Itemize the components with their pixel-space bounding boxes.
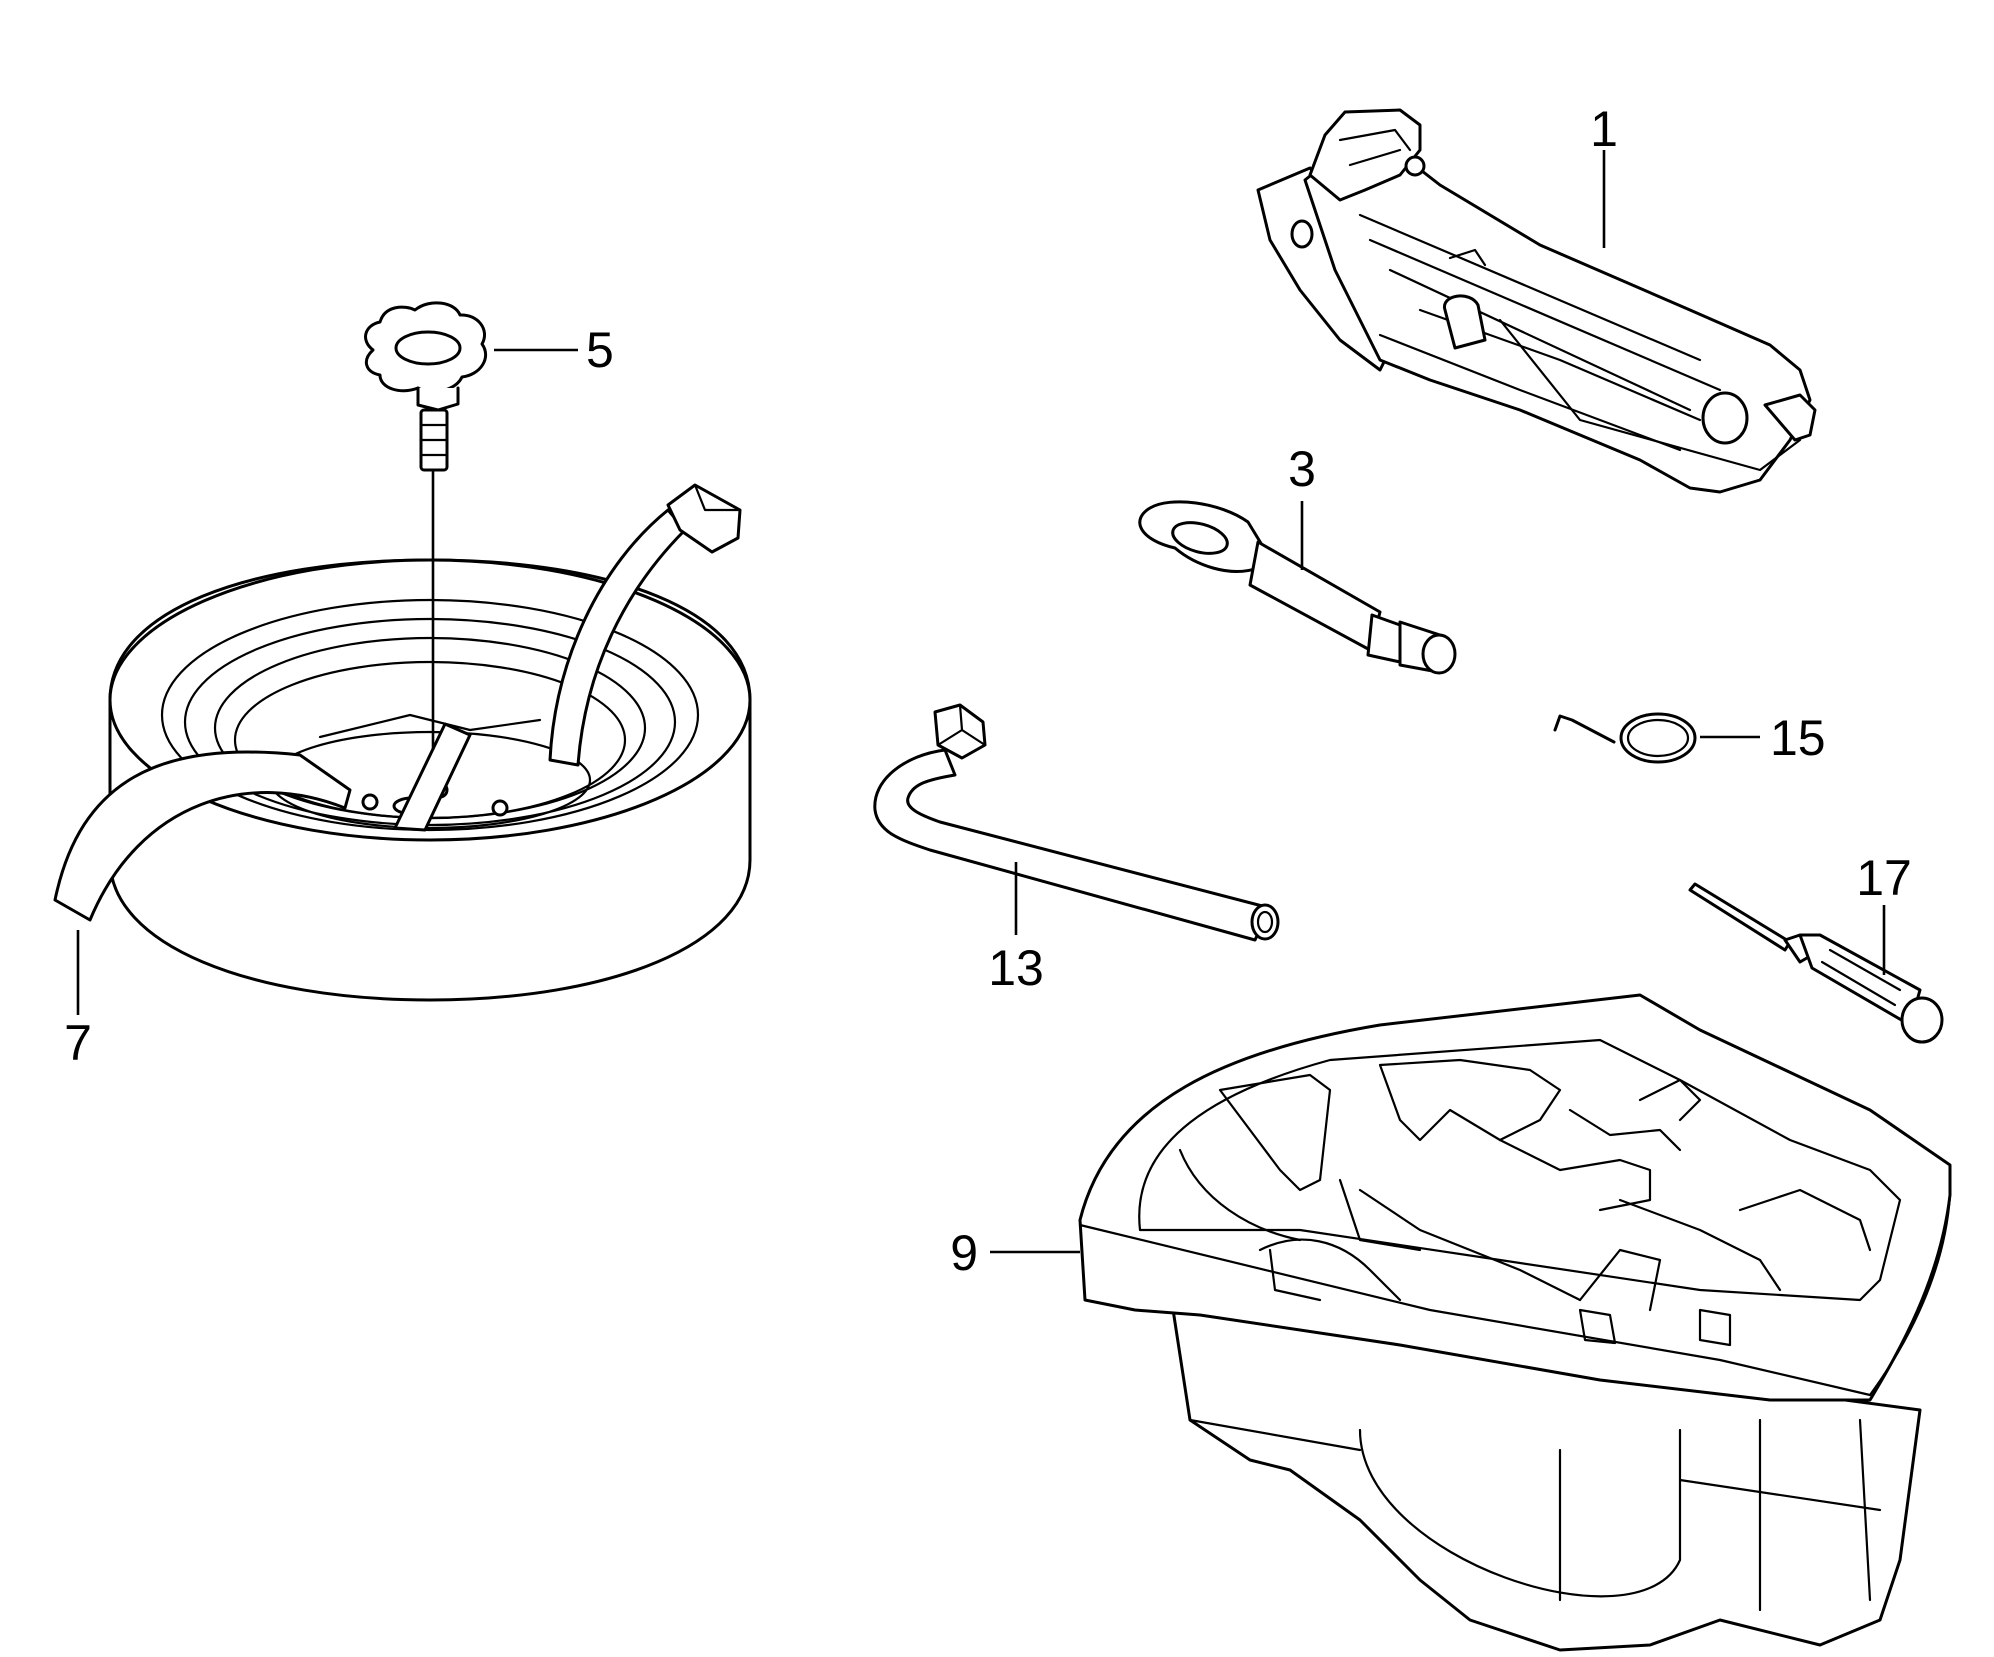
jack-part-1 [1256, 108, 1817, 494]
wing-bolt-part-5 [364, 301, 488, 472]
callout-13: 13 [988, 940, 1044, 996]
callout-17: 17 [1856, 850, 1912, 906]
callout-3: 3 [1288, 441, 1316, 497]
callout-9: 9 [950, 1225, 978, 1281]
callout-7: 7 [64, 1015, 92, 1071]
spare-wheel-part-7 [53, 483, 752, 1002]
callout-5: 5 [586, 322, 614, 378]
wire-clip-part-15 [1553, 712, 1697, 764]
tool-tray-part-9 [1078, 993, 1952, 1652]
wheel-brace-part-13 [873, 703, 1280, 942]
callout-15: 15 [1770, 710, 1826, 766]
towing-eye-part-3 [1138, 500, 1457, 675]
screwdriver-part-17 [1688, 882, 1944, 1044]
callout-1: 1 [1590, 101, 1618, 157]
